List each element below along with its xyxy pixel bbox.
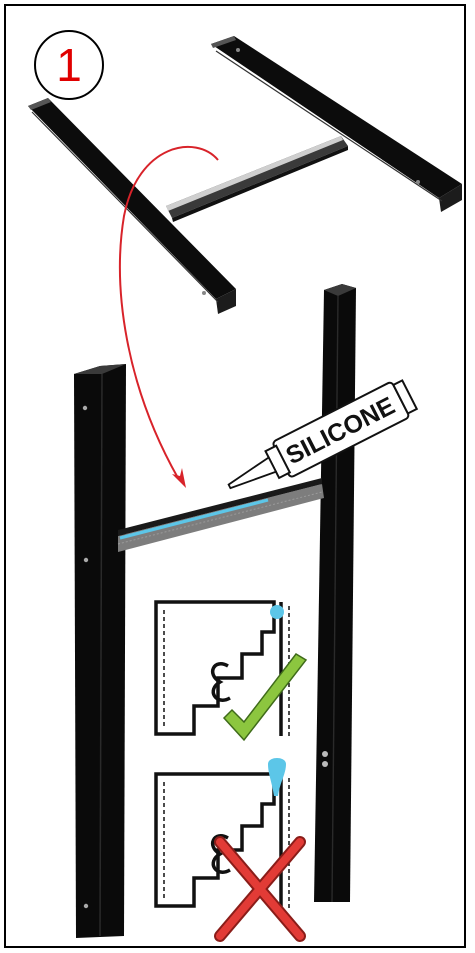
right-post: [314, 284, 356, 902]
left-post: [74, 364, 126, 938]
sealant-bead: [270, 605, 284, 619]
assembly-illustration: SILICONE: [6, 6, 468, 950]
correct-detail: [156, 602, 306, 740]
wrong-detail: [156, 758, 300, 936]
crossbar: [166, 136, 348, 222]
lower-crossbar: [118, 478, 324, 552]
top-h-frame: [28, 36, 462, 314]
instruction-panel: 1: [4, 4, 466, 948]
sealant-bead: [120, 500, 268, 538]
cross-mark-icon: [220, 842, 300, 936]
